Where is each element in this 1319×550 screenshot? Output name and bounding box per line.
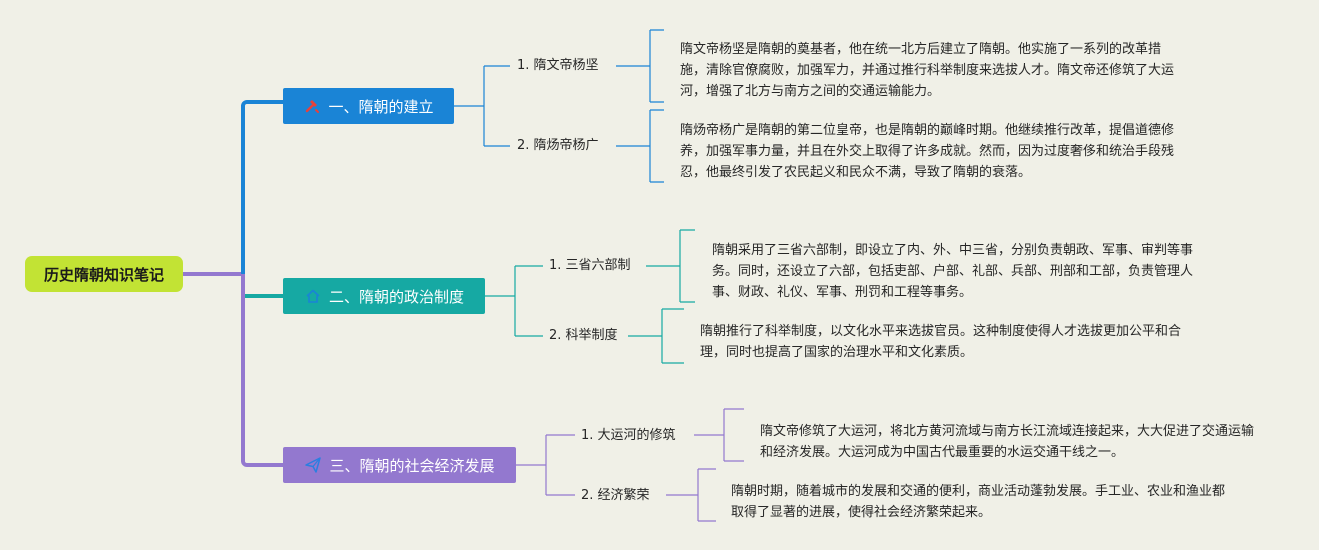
- topic-2-label: 二、隋朝的政治制度: [328, 287, 464, 306]
- branch-connector-2: [241, 274, 283, 298]
- root-node[interactable]: 历史隋朝知识笔记: [25, 256, 183, 292]
- topic-2-item-2-desc: 隋朝推行了科举制度，以文化水平来选拔官员。这种制度使得人才选拔更加公平和合理，同…: [700, 324, 1182, 360]
- home-icon: [304, 287, 322, 305]
- topic-2-item-2[interactable]: 2. 科举制度: [549, 328, 618, 343]
- topic-1-item-2[interactable]: 2. 隋炀帝杨广: [517, 138, 599, 153]
- topic-3-node[interactable]: 三、隋朝的社会经济发展: [283, 447, 516, 483]
- hammer-icon: [303, 97, 321, 115]
- topic-3-item-1[interactable]: 1. 大运河的修筑: [581, 428, 676, 443]
- topic-1-label: 一、隋朝的建立: [328, 97, 434, 116]
- branch-connector-3: [241, 274, 283, 467]
- topic-3-item-2[interactable]: 2. 经济繁荣: [581, 488, 650, 503]
- topic-3-item-1-desc: 隋文帝修筑了大运河，将北方黄河流域与南方长江流域连接起来，大大促进了交通运输和经…: [760, 424, 1255, 460]
- topic-3-label: 三、隋朝的社会经济发展: [329, 456, 495, 475]
- topic3-connectors: [516, 408, 744, 522]
- topic-3-item-2-desc: 隋朝时期，随着城市的发展和交通的便利，商业活动蓬勃发展。手工业、农业和渔业都取得…: [731, 484, 1226, 520]
- root-title: 历史隋朝知识笔记: [43, 265, 164, 284]
- topic1-connectors: [454, 29, 664, 183]
- topic-1-item-1[interactable]: 1. 隋文帝杨坚: [517, 58, 599, 73]
- topic-2-node[interactable]: 二、隋朝的政治制度: [283, 278, 485, 314]
- topic-1-item-2-desc: 隋炀帝杨广是隋朝的第二位皇帝，也是隋朝的巅峰时期。他继续推行改革，提倡道德修养，…: [680, 123, 1175, 180]
- topic-2-item-1[interactable]: 1. 三省六部制: [549, 258, 631, 273]
- topic-2-item-1-desc: 隋朝采用了三省六部制，即设立了内、外、中三省，分别负责朝政、军事、审判等事务。同…: [712, 243, 1194, 300]
- topic-1-node[interactable]: 一、隋朝的建立: [283, 88, 454, 124]
- topic2-connectors: [485, 229, 695, 364]
- branch-connector-1: [241, 100, 283, 274]
- topic-1-item-1-desc: 隋文帝杨坚是隋朝的奠基者，他在统一北方后建立了隋朝。他实施了一系列的改革措施，清…: [680, 42, 1175, 99]
- paper-plane-icon: [304, 456, 322, 474]
